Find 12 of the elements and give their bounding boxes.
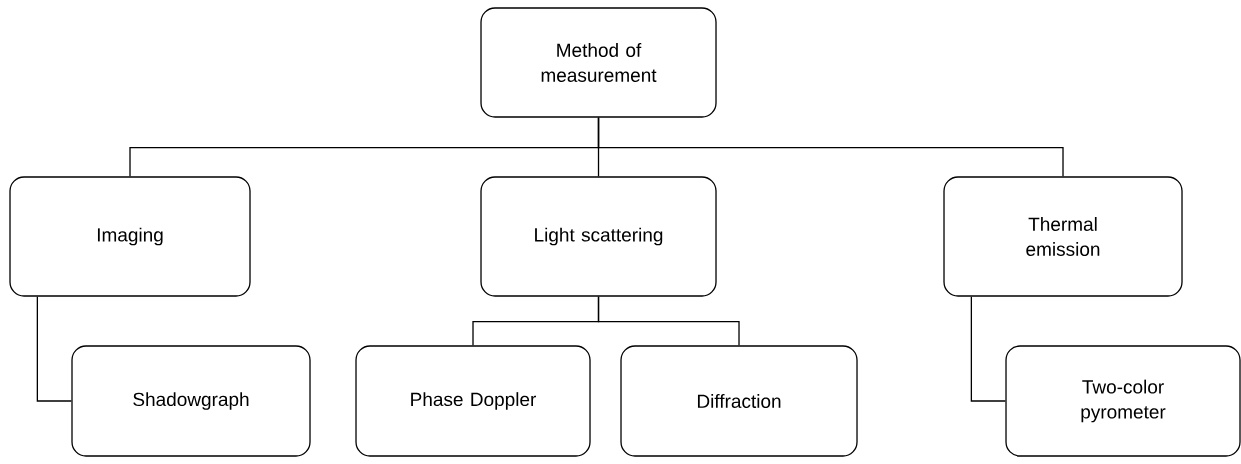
connector-line bbox=[36, 296, 72, 402]
connector-line bbox=[970, 296, 1006, 402]
category-box: Method of measurement bbox=[480, 7, 717, 118]
category-box: Two-color pyrometer bbox=[1005, 345, 1241, 457]
category-box: Diffraction bbox=[620, 345, 858, 457]
category-box: Light scattering bbox=[480, 176, 717, 297]
category-box: Imaging bbox=[9, 176, 251, 297]
category-box: Shadowgraph bbox=[71, 345, 311, 457]
category-box: Phase Doppler bbox=[355, 345, 591, 457]
connector-line bbox=[597, 117, 1064, 177]
category-box: Thermal emission bbox=[943, 176, 1183, 297]
connector-line bbox=[597, 296, 740, 346]
